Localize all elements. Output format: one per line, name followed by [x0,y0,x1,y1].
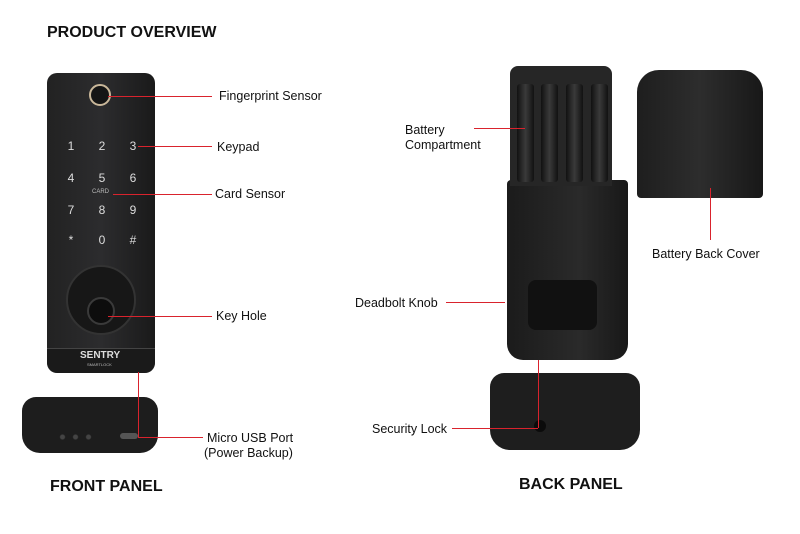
battery-callout-line [474,128,525,129]
battery-label-sub: Compartment [405,138,481,152]
battery-slot [591,84,608,182]
usb-callout-vline [138,372,139,437]
security-lock-button [534,420,546,432]
back-panel-heading: BACK PANEL [519,476,623,493]
keypad-key: # [129,233,137,247]
back-bottom-unit [490,373,640,450]
fingerprint-callout-line [108,96,212,97]
keypad-key: 4 [67,171,75,185]
card-callout-line [113,194,212,195]
deadbolt-knob [528,280,597,330]
battery-back-cover [637,70,763,198]
deadbolt-knob-label: Deadbolt Knob [355,296,438,310]
knob-callout-line [446,302,505,303]
key-hole-label: Key Hole [216,309,267,323]
sentry-logo: SENTRY [80,350,121,361]
keypad-key: * [68,233,74,247]
card-sensor-label: Card Sensor [215,187,286,201]
usb-port-label-sub: (Power Backup) [204,446,293,460]
keypad-key: 3 [129,139,137,153]
security-callout-vline [538,360,539,428]
keypad-key: 7 [67,203,75,217]
keypad-callout-line [138,146,212,147]
keypad-key: 6 [129,171,137,185]
fingerprint-sensor [89,84,111,106]
key-hole [87,297,115,325]
keypad-label: Keypad [217,140,260,154]
battery-slot [566,84,583,182]
keypad-key: 2 [98,139,106,153]
fingerprint-sensor-label: Fingerprint Sensor [219,89,322,103]
keypad-key: 8 [98,203,106,217]
card-label: CARD [92,189,110,195]
front-bottom-unit [22,397,158,453]
keypad-key: 5 [98,171,106,185]
usb-port-label: Micro USB Port [207,431,294,445]
front-bottom-band [47,348,155,373]
battery-label: Battery [405,123,445,137]
cover-callout-line [710,188,711,240]
security-callout-line [452,428,538,429]
keyhole-callout-line [108,316,212,317]
keypad-key: 1 [67,139,75,153]
page-title: PRODUCT OVERVIEW [47,24,217,41]
keypad-key: 9 [129,203,137,217]
usb-callout-line [138,437,203,438]
sentry-logo-sub: SMARTLOCK [87,362,112,367]
battery-slot [517,84,534,182]
battery-cover-label: Battery Back Cover [652,247,760,261]
bottom-unit-dots [56,434,96,440]
battery-slot [541,84,558,182]
back-lock-body [507,180,628,360]
micro-usb-port [120,433,138,439]
security-lock-label: Security Lock [372,422,448,436]
front-panel-heading: FRONT PANEL [50,478,163,495]
keypad-key: 0 [98,233,106,247]
